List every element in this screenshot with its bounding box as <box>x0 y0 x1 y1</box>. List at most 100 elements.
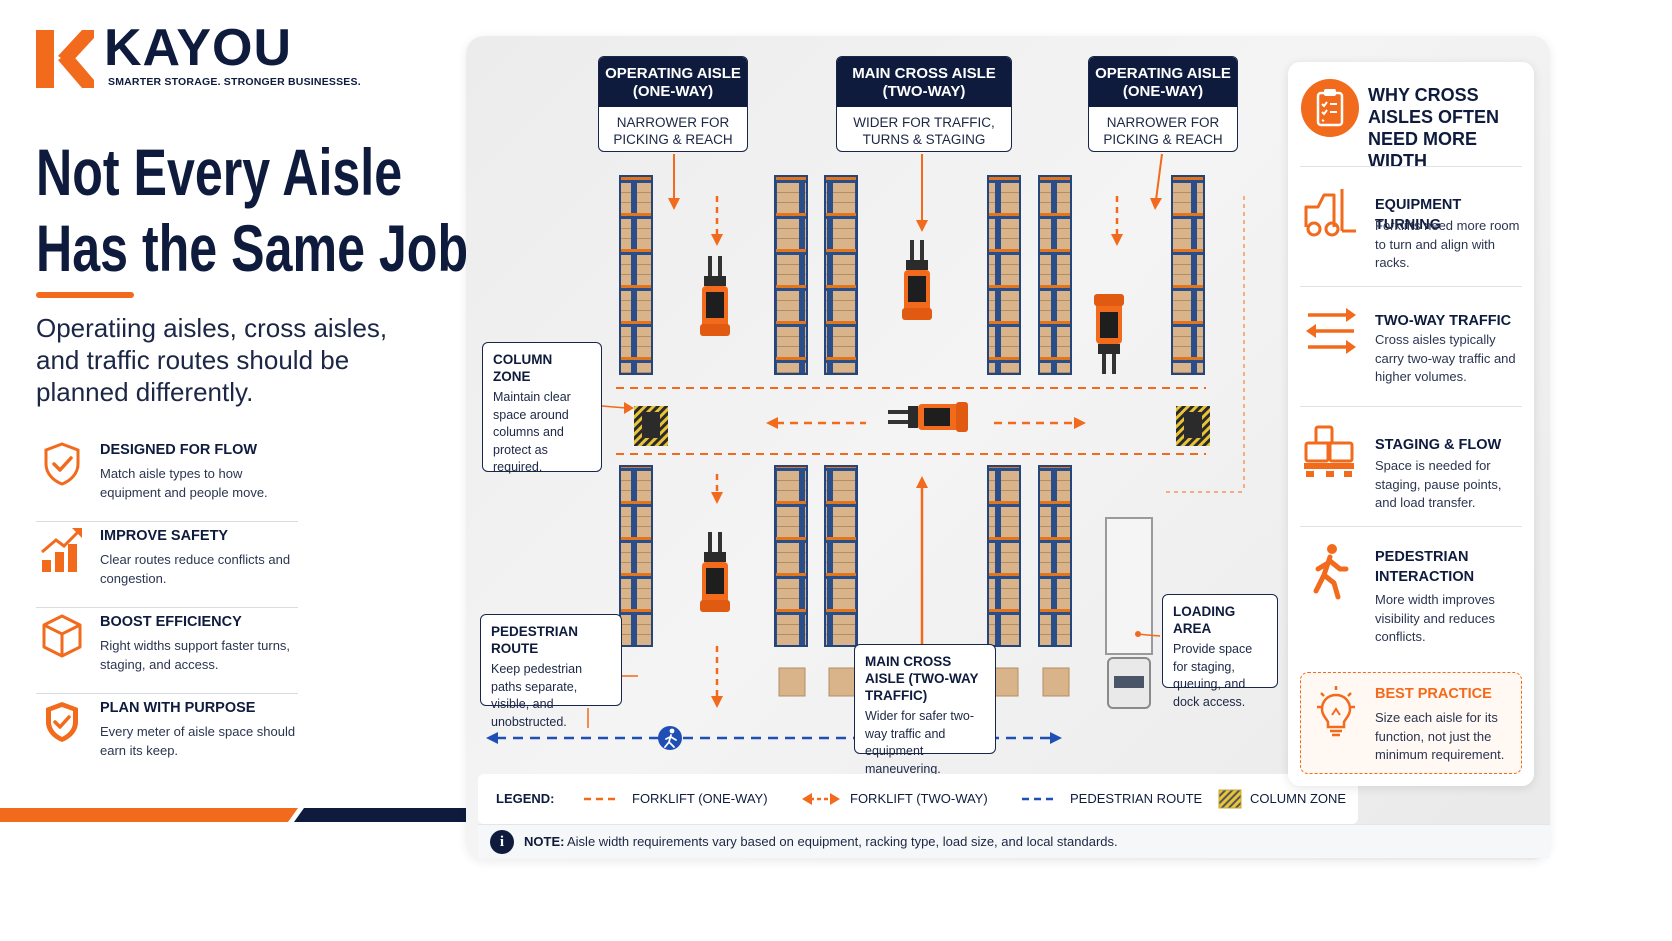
two-way-arrows-icon <box>1306 308 1356 354</box>
box-title: LOADING AREA <box>1173 604 1236 636</box>
column-zone-note: COLUMN ZONE Maintain clear space around … <box>482 342 602 474</box>
best-practice-title: BEST PRACTICE <box>1375 686 1492 702</box>
column <box>642 412 660 438</box>
callout-text: WIDER FOR TRAFFIC, TURNS & STAGING <box>853 115 995 147</box>
forklift <box>1094 294 1124 374</box>
benefit-title: IMPROVE SAFETY <box>100 528 229 544</box>
callout-title: OPERATING AISLE (ONE-WAY) <box>1089 57 1237 107</box>
rack <box>987 465 1021 647</box>
arrow-head <box>711 234 723 246</box>
cube-icon <box>42 614 82 658</box>
pedestrian-route-note: PEDESTRIAN ROUTE Keep pedestrian paths s… <box>480 614 622 729</box>
callout-main-cross-aisle: MAIN CROSS AISLE (TWO-WAY) WIDER FOR TRA… <box>836 56 1012 152</box>
rack <box>1038 465 1072 647</box>
reason-text: Forklifts need more room to turn and ali… <box>1375 218 1520 270</box>
rack <box>619 465 653 647</box>
title-underline <box>36 292 134 298</box>
brand-name: KAYOU <box>104 19 293 77</box>
forklift <box>700 532 730 612</box>
dashed-line-blue-icon <box>1022 797 1058 801</box>
callout-operating-aisle-left: OPERATING AISLE (ONE-WAY) NARROWER FOR P… <box>598 56 748 152</box>
benefit-title: DESIGNED FOR FLOW <box>100 442 258 458</box>
truck-trailer <box>1105 517 1153 655</box>
kayou-logo-icon <box>36 30 94 88</box>
rack <box>987 175 1021 375</box>
box-text: Provide space for staging, queuing, and … <box>1173 642 1253 709</box>
best-practice-text: Size each aisle for its function, not ju… <box>1375 710 1505 762</box>
shield-check-icon <box>46 702 78 742</box>
pallet <box>991 667 1019 697</box>
benefit-item: DESIGNED FOR FLOW Match aisle types to h… <box>36 436 298 522</box>
reason-item: EQUIPMENT TURNING Forklifts need more ro… <box>1300 166 1522 286</box>
reason-text: Cross aisles typically carry two-way tra… <box>1375 332 1516 384</box>
panel-title: WHY CROSS AISLES OFTEN NEED MORE WIDTH <box>1368 85 1500 171</box>
double-arrow-orange-icon <box>802 793 840 805</box>
arrow-head <box>711 492 723 504</box>
reason-text: Space is needed for staging, pause point… <box>1375 458 1502 510</box>
column <box>1184 412 1202 438</box>
reason-item: TWO-WAY TRAFFIC Cross aisles typically c… <box>1300 286 1522 406</box>
benefit-item: IMPROVE SAFETY Clear routes reduce confl… <box>36 522 298 608</box>
note-text: Aisle width requirements vary based on e… <box>567 834 1118 849</box>
rack <box>774 465 808 647</box>
benefit-text: Clear routes reduce conflicts and conges… <box>100 552 291 586</box>
arrow-head <box>711 696 723 708</box>
forklift-icon <box>1304 189 1356 237</box>
why-cross-aisles-panel: WHY CROSS AISLES OFTEN NEED MORE WIDTH E… <box>1288 62 1534 786</box>
forklift <box>902 240 932 320</box>
arrow-head <box>1111 234 1123 246</box>
legend-title: LEGEND: <box>496 791 555 806</box>
rack <box>824 465 858 647</box>
hatched-square-icon <box>1218 789 1242 809</box>
reason-title: EQUIPMENT TURNING <box>1375 197 1462 233</box>
box-text: Maintain clear space around columns and … <box>493 390 571 474</box>
legend-label: PEDESTRIAN ROUTE <box>1070 791 1203 806</box>
legend-label: FORKLIFT (TWO-WAY) <box>850 791 988 806</box>
forklift <box>888 402 968 432</box>
pallet <box>778 667 806 697</box>
box-text: Wider for safer two-way traffic and equi… <box>865 709 975 776</box>
loading-area-note: LOADING AREA Provide space for staging, … <box>1162 594 1278 709</box>
brand-tagline: SMARTER STORAGE. STRONGER BUSINESSES. <box>108 76 361 88</box>
pallet-stack-icon <box>1304 425 1354 477</box>
floor-layout <box>486 153 1245 750</box>
benefit-text: Match aisle types to how equipment and p… <box>100 466 268 500</box>
callout-title: OPERATING AISLE (ONE-WAY) <box>599 57 747 107</box>
benefit-title: BOOST EFFICIENCY <box>100 614 242 630</box>
title-line-2: Has the Same Job <box>36 211 469 285</box>
dashed-line-orange-icon <box>584 797 620 801</box>
decorative-stripe <box>0 808 470 822</box>
box-title: PEDESTRIAN ROUTE <box>491 624 579 656</box>
shield-check-icon <box>44 442 80 486</box>
pallet <box>1042 667 1070 697</box>
rack <box>619 175 653 375</box>
rack <box>824 175 858 375</box>
legend-label: COLUMN ZONE <box>1250 791 1347 806</box>
reason-item: STAGING & FLOW Space is needed for stagi… <box>1300 406 1522 526</box>
best-practice-card: BEST PRACTICE Size each aisle for its fu… <box>1300 672 1522 774</box>
benefit-list: DESIGNED FOR FLOW Match aisle types to h… <box>36 436 298 780</box>
rack <box>1171 175 1205 375</box>
benefit-text: Every meter of aisle space should earn i… <box>100 724 296 758</box>
legend-label: FORKLIFT (ONE-WAY) <box>632 791 768 806</box>
benefit-title: PLAN WITH PURPOSE <box>100 700 256 716</box>
reason-title: TWO-WAY TRAFFIC <box>1375 313 1512 329</box>
callout-title: MAIN CROSS AISLE (TWO-WAY) <box>837 57 1011 107</box>
forklift <box>700 256 730 336</box>
callout-operating-aisle-right: OPERATING AISLE (ONE-WAY) NARROWER FOR P… <box>1088 56 1238 152</box>
pallet <box>828 667 856 697</box>
callout-text: NARROWER FOR PICKING & REACH <box>1103 115 1223 147</box>
growth-chart-icon <box>41 528 82 572</box>
arrow-head <box>1074 417 1086 429</box>
reason-item: PEDESTRIAN INTERACTION More width improv… <box>1300 526 1522 668</box>
page-title: Not Every Aisle Has the Same Job <box>36 134 469 286</box>
walking-person-icon <box>1313 544 1349 600</box>
subheadline: Operatiing aisles, cross aisles, and tra… <box>36 313 388 407</box>
reason-title: PEDESTRIAN INTERACTION <box>1375 549 1475 585</box>
lightbulb-icon <box>1317 686 1355 737</box>
rack <box>1038 175 1072 375</box>
info-icon: i <box>490 830 514 854</box>
box-title: COLUMN ZONE <box>493 352 553 384</box>
reason-title: STAGING & FLOW <box>1375 437 1502 453</box>
benefit-text: Right widths support faster turns, stagi… <box>100 638 291 672</box>
